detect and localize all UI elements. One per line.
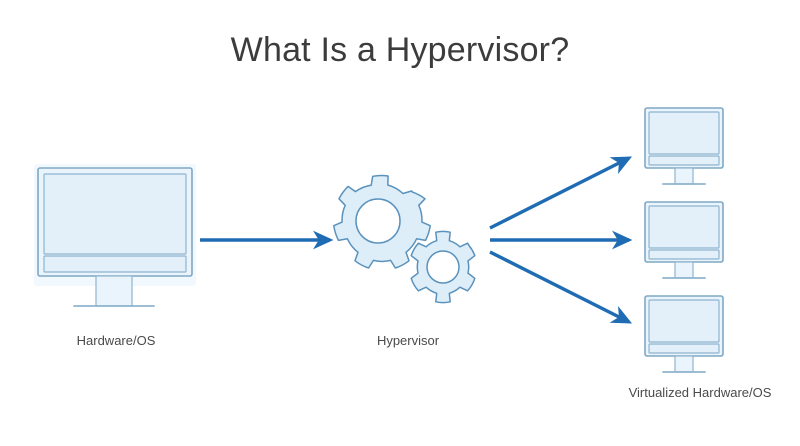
arrow-up-right-icon <box>489 156 633 230</box>
arrow-fan-group <box>489 156 633 324</box>
monitor-stand-neck <box>674 355 694 373</box>
hypervisor-node[interactable]: Hypervisor <box>333 174 476 348</box>
gear-large-hub <box>355 198 401 244</box>
monitor-stand-neck <box>95 275 133 307</box>
monitor-stand-neck <box>674 261 694 279</box>
hardware-os-node[interactable]: Hardware/OS <box>34 164 196 348</box>
virtualized-monitor-3[interactable] <box>644 295 724 373</box>
arrow-down-right-icon <box>489 250 633 324</box>
monitor-screen <box>648 111 720 155</box>
gear-large <box>333 174 431 269</box>
virtualized-hardware-os-label: Virtualized Hardware/OS <box>629 385 772 400</box>
monitor-screen <box>648 205 720 249</box>
gear-small <box>410 230 476 304</box>
monitor-screen <box>648 299 720 343</box>
monitor-stand-neck <box>674 167 694 185</box>
monitor-chin-bar <box>648 249 720 260</box>
monitor-chin-bar <box>648 343 720 354</box>
monitor-chin-bar <box>43 255 187 273</box>
monitor-screen <box>43 173 187 255</box>
virtualized-monitor-1[interactable] <box>644 107 724 185</box>
hypervisor-label: Hypervisor <box>377 333 440 348</box>
page-title: What Is a Hypervisor? <box>231 31 570 69</box>
hardware-os-label: Hardware/OS <box>77 333 156 348</box>
gear-small-hub <box>426 250 460 284</box>
virtualized-monitor-2[interactable] <box>644 201 724 279</box>
monitor-chin-bar <box>648 155 720 166</box>
